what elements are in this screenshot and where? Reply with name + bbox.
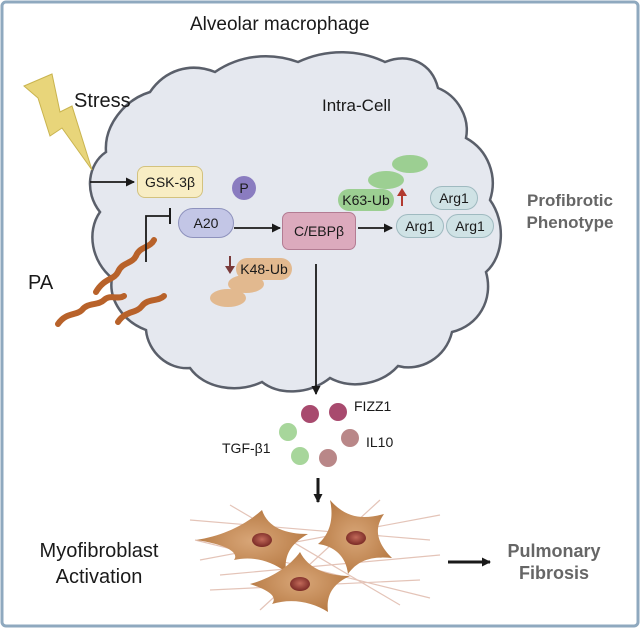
fibrosis-line: Fibrosis — [518, 563, 589, 583]
profibrotic-line: Profibrotic — [527, 191, 613, 210]
k63-ub-blob — [368, 171, 404, 189]
myofibroblast-activation-label: Myofibroblast Activation — [14, 538, 184, 590]
pulmonary-line: Pulmonary — [507, 541, 601, 561]
myofibroblast-cell — [318, 500, 392, 574]
a20-node: A20 — [178, 208, 234, 238]
arg1-node: Arg1 — [446, 214, 494, 238]
arg1-node: Arg1 — [430, 186, 478, 210]
cebpb-node: C/EBPβ — [282, 212, 356, 250]
k63-ub-node: K63-Ub — [338, 189, 394, 211]
k48-down-arrow-head — [225, 266, 235, 274]
tgfb1-label: TGF-β1 — [222, 440, 271, 456]
activation-line: Activation — [55, 566, 143, 588]
pulmonary-fibrosis-label: Pulmonary Fibrosis — [494, 540, 614, 584]
k48-ub-node: K48-Ub — [236, 258, 292, 280]
il10-label: IL10 — [366, 434, 394, 450]
fizz1-ball — [329, 403, 347, 421]
tgfb1-ball — [279, 423, 297, 441]
myofibroblast-cell — [196, 510, 308, 572]
tgfb1-ball — [291, 447, 309, 465]
intra-cell-label: Intra-Cell — [322, 96, 391, 115]
arg1-node: Arg1 — [396, 214, 444, 238]
k63-ub-blob — [392, 155, 428, 173]
lightning-bolt-icon — [23, 73, 93, 171]
stress-label: Stress — [74, 90, 131, 112]
pa-inhibits-gsk3b-line — [145, 215, 170, 262]
gsk3b-node: GSK-3β — [137, 166, 203, 198]
phenotype-line: Phenotype — [526, 213, 614, 232]
pa-label: PA — [28, 272, 54, 294]
cell-title: Alveolar macrophage — [190, 14, 370, 35]
pa-helix-icon — [55, 237, 167, 327]
il10-ball — [319, 449, 337, 467]
myofibroblast-cell — [250, 552, 350, 612]
myofibroblast-line: Myofibroblast — [39, 540, 159, 562]
k63-up-arrow-head — [397, 188, 407, 196]
k48-ub-blob — [210, 289, 246, 307]
fizz1-ball — [301, 405, 319, 423]
il10-ball — [341, 429, 359, 447]
profibrotic-phenotype-label: Profibrotic Phenotype — [508, 190, 632, 234]
phosphate-node: P — [232, 176, 256, 200]
fizz1-label: FIZZ1 — [354, 398, 392, 414]
